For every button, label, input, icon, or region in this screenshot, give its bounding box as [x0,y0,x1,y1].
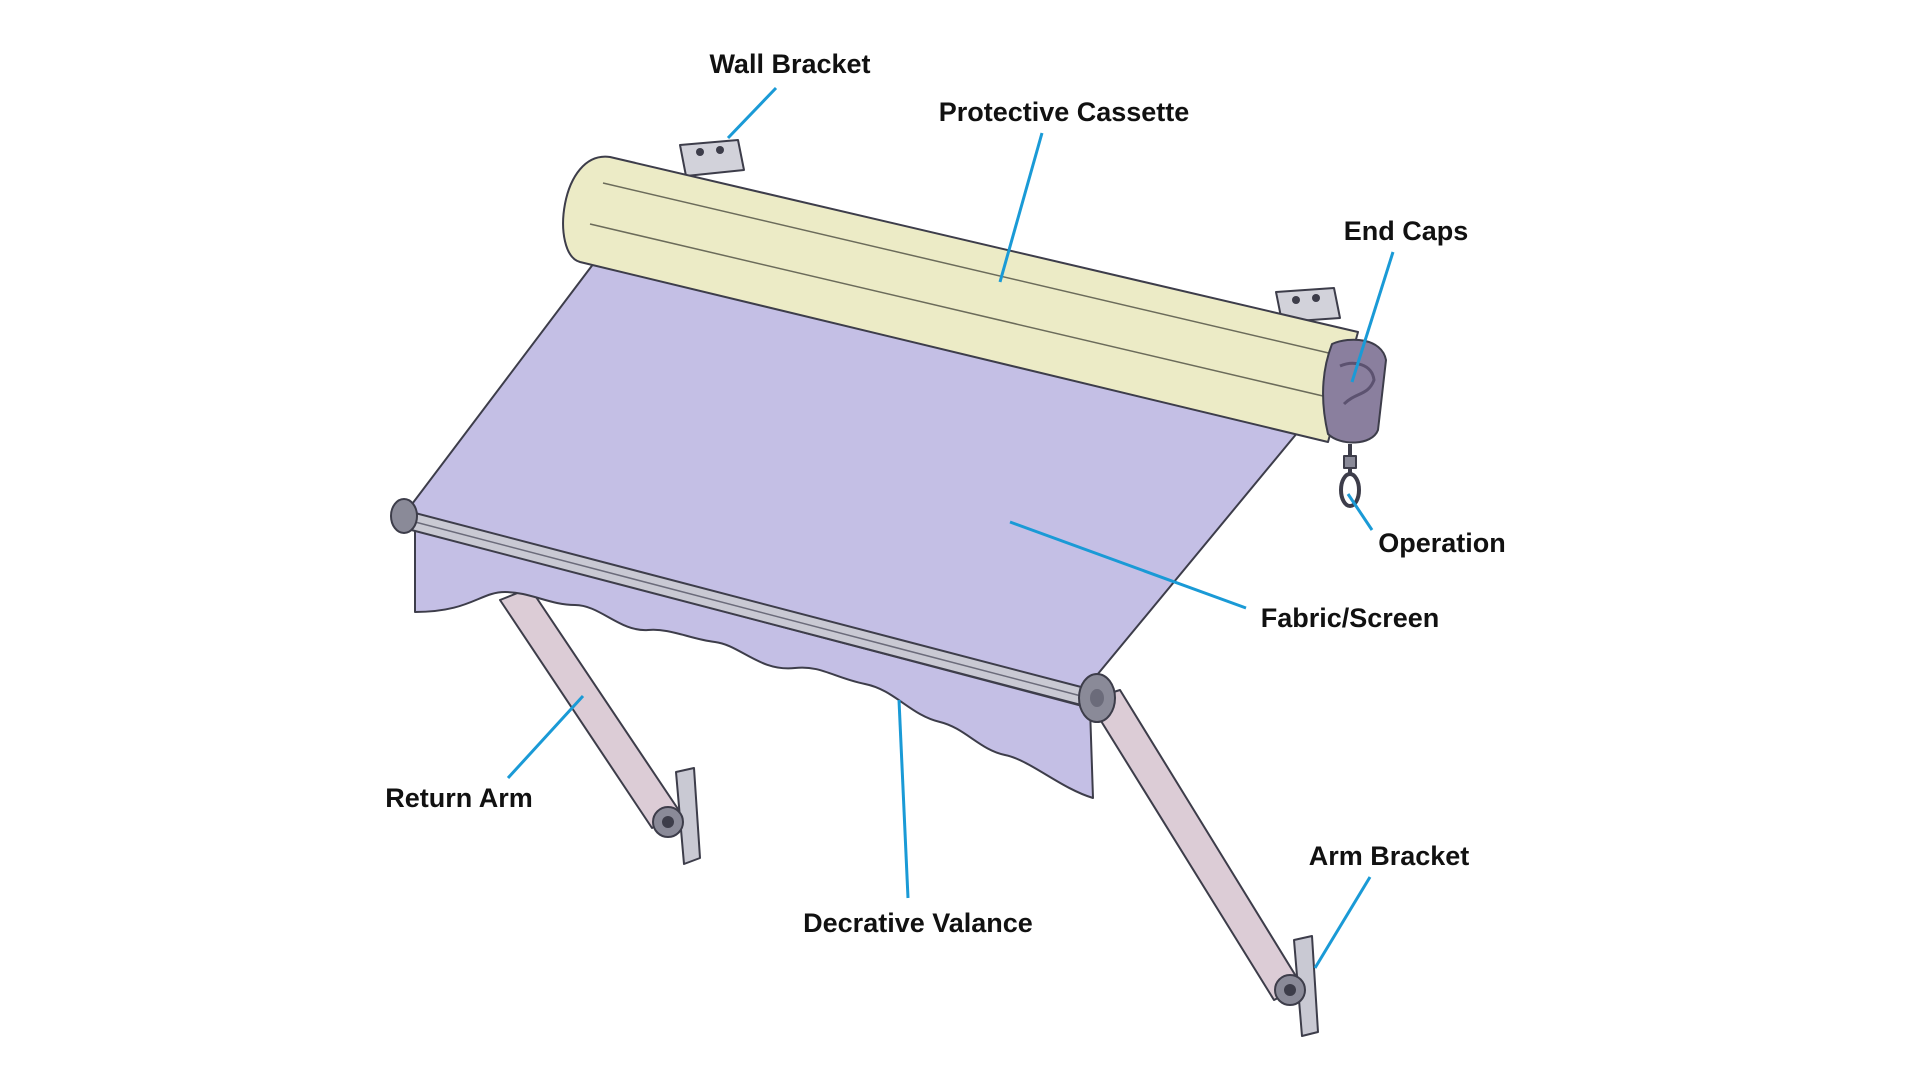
label-operation: Operation [1378,528,1506,558]
leader-line-operation [1346,493,1374,531]
label-wall-bracket: Wall Bracket [709,49,870,79]
decorative-valance [414,529,1094,799]
label-protective-cassette: Protective Cassette [939,97,1190,127]
leader-line-decorative-valance [897,699,910,899]
leader-line-wall-bracket [726,86,778,140]
operation-crank [1339,444,1361,508]
end-cap [1322,338,1387,444]
label-arm-bracket: Arm Bracket [1309,841,1470,871]
front-bar [390,498,1116,723]
leader-line-protective-cassette [998,132,1044,283]
return-arm-left [499,587,701,865]
leader-line-return-arm [506,694,585,780]
leader-line-end-caps [1350,251,1395,383]
label-return-arm: Return Arm [385,783,533,813]
wall-bracket-right [1275,287,1341,323]
label-decorative-valance: Decrative Valance [803,908,1033,938]
leader-line-arm-bracket [1313,876,1372,969]
label-end-caps: End Caps [1344,216,1469,246]
wall-bracket-left [679,139,745,177]
label-fabric-screen: Fabric/Screen [1261,603,1440,633]
leader-line-fabric-screen [1009,520,1247,610]
return-arm-right [1087,689,1319,1037]
protective-cassette [562,155,1359,443]
